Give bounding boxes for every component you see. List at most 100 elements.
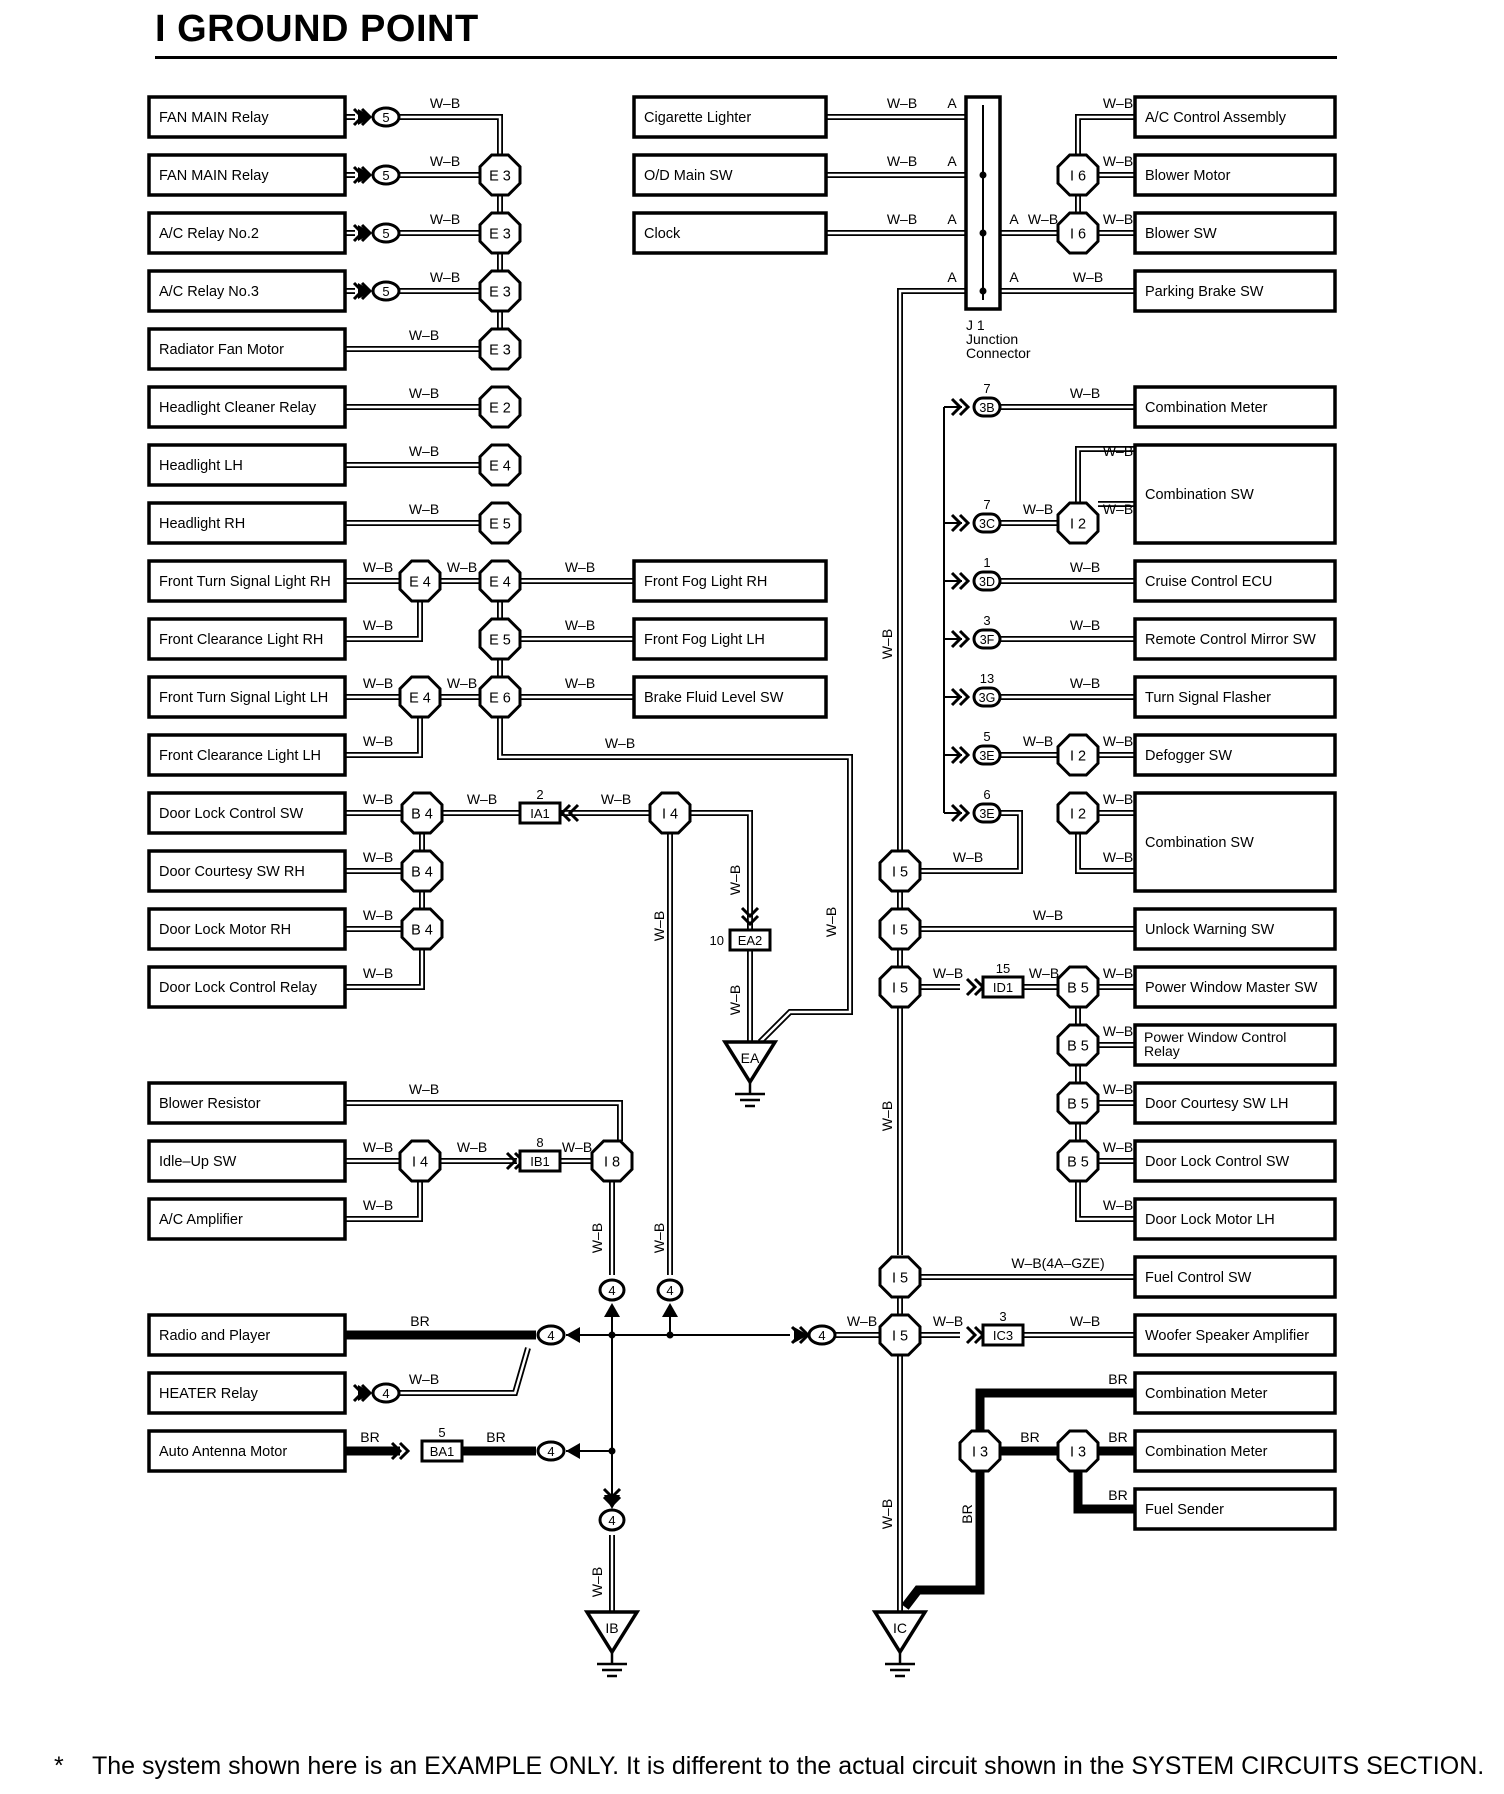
junction-connector-label: Connector [966,345,1031,361]
component-box [147,907,347,951]
chevron [398,1441,411,1461]
wire-inner [898,289,966,851]
wire-blower-resistor [345,1100,623,1141]
component-17: Idle–Up SW [147,1139,347,1183]
connector-i5-4: I 5 [878,1255,922,1299]
connector-e5-2: E 5 [478,617,522,661]
chevron [390,1441,403,1461]
connector-e6: E 6 [478,675,522,719]
component-box [1133,733,1337,777]
inline-pin-label: 3 [999,1309,1006,1324]
connector-i5-5: I 5 [878,1313,922,1357]
junction-block-shape [972,744,1002,766]
inline-arrow [390,1441,411,1461]
connector-e3-2: E 3 [478,211,522,255]
connector-label: I 6 [1070,169,1086,185]
jb-arrow [950,513,971,533]
component-box [147,1081,347,1125]
ground-ea: EA [721,1040,779,1108]
component-turn-flasher: Turn Signal Flasher [1133,675,1337,719]
component-label: Relay [1144,1043,1180,1059]
component-label: Clock [644,226,681,242]
wire-label: W–B [363,907,393,923]
component-box [632,617,828,661]
wire-label: W–B [887,95,917,111]
wire-comb-sw-upper [1075,446,1135,504]
component-label: Door Lock Motor LH [1145,1212,1275,1228]
component-9: Front Clearance Light RH [147,617,347,661]
component-fuel-control: Fuel Control SW [1133,1255,1337,1299]
connector-i2-2: I 2 [1056,733,1100,777]
junction-block-shape [972,512,1002,534]
connector-shape [1056,1023,1100,1067]
connector-label: B 5 [1067,1097,1089,1113]
wire-label: W–B [651,911,667,941]
wire-label-a: A [1009,211,1019,227]
wire-label: W–B [1103,501,1133,517]
inline-connector-shape [981,1323,1025,1347]
wire-label: W–B [565,617,595,633]
junction-pin-label: 6 [983,787,990,802]
connector-shape [590,1139,634,1183]
inline-pin-label: 8 [536,1135,543,1150]
inline-connector-label: IC3 [993,1328,1013,1343]
junction-block-3: 3F3 [972,613,1002,650]
component-label: Door Lock Control SW [1145,1154,1290,1170]
chevron [958,513,971,533]
component-ac-control: A/C Control Assembly [1133,95,1337,139]
plug-label: 4 [382,1386,389,1401]
plug-4-heater: 4 [371,1382,401,1404]
wire-label: W–B [823,907,839,937]
connector-label: I 2 [1070,749,1086,765]
inline-arrow [559,803,580,823]
footer-text: The system shown here is an EXAMPLE ONLY… [92,1752,1485,1780]
wire-label: W–B [447,559,477,575]
inline-arrow [965,977,986,997]
wire-label: W–B [1073,269,1103,285]
connector-shape [1056,501,1100,545]
component-label: Parking Brake SW [1145,284,1264,300]
wire-label: W–B [363,675,393,691]
component-label: Fuel Sender [1145,1502,1224,1518]
wire-label: W–B [409,1081,439,1097]
component-box [147,1313,347,1357]
connector-label: B 4 [411,923,433,939]
connector-b4-2: B 4 [400,849,444,893]
chevron [505,1151,518,1171]
component-box [147,1197,347,1241]
component-box [147,617,347,661]
junction-pin-label: 7 [983,497,990,512]
connector-i8: I 8 [590,1139,634,1183]
junction-block-shape [972,396,1002,418]
plug-shape [371,164,401,186]
component-label: O/D Main SW [644,168,733,184]
connector-b4-1: B 4 [400,791,444,835]
wire-label: W–B [601,791,631,807]
plug-shape [371,106,401,128]
plug-tip [358,1385,372,1401]
connector-i5-3: I 5 [878,965,922,1009]
component-10: Front Turn Signal Light LH [147,675,347,719]
connector-shape [878,849,922,893]
wire-label: W–B [1070,385,1100,401]
wire-inner [385,1347,530,1395]
wire-label: W–B [1028,211,1058,227]
component-box [147,443,347,487]
component-box [1133,791,1337,893]
component-box [147,559,347,603]
connector-label: E 6 [489,691,511,707]
junction-connector-id: J 1 [966,317,985,333]
connector-b5-1: B 5 [1056,965,1100,1009]
plug-4-antenna: 4 [536,1440,566,1462]
jb-arrow [950,397,971,417]
connector-i4-1: I 4 [648,791,692,835]
component-14: Door Lock Motor RH [147,907,347,951]
inline-pin-label: 10 [710,933,724,948]
connector-shape [400,849,444,893]
connector-shape [648,791,692,835]
component-label: Idle–Up SW [159,1154,237,1170]
junction-block-shape [972,570,1002,592]
component-blower-sw: Blower SW [1133,211,1337,255]
connector-shape [478,443,522,487]
